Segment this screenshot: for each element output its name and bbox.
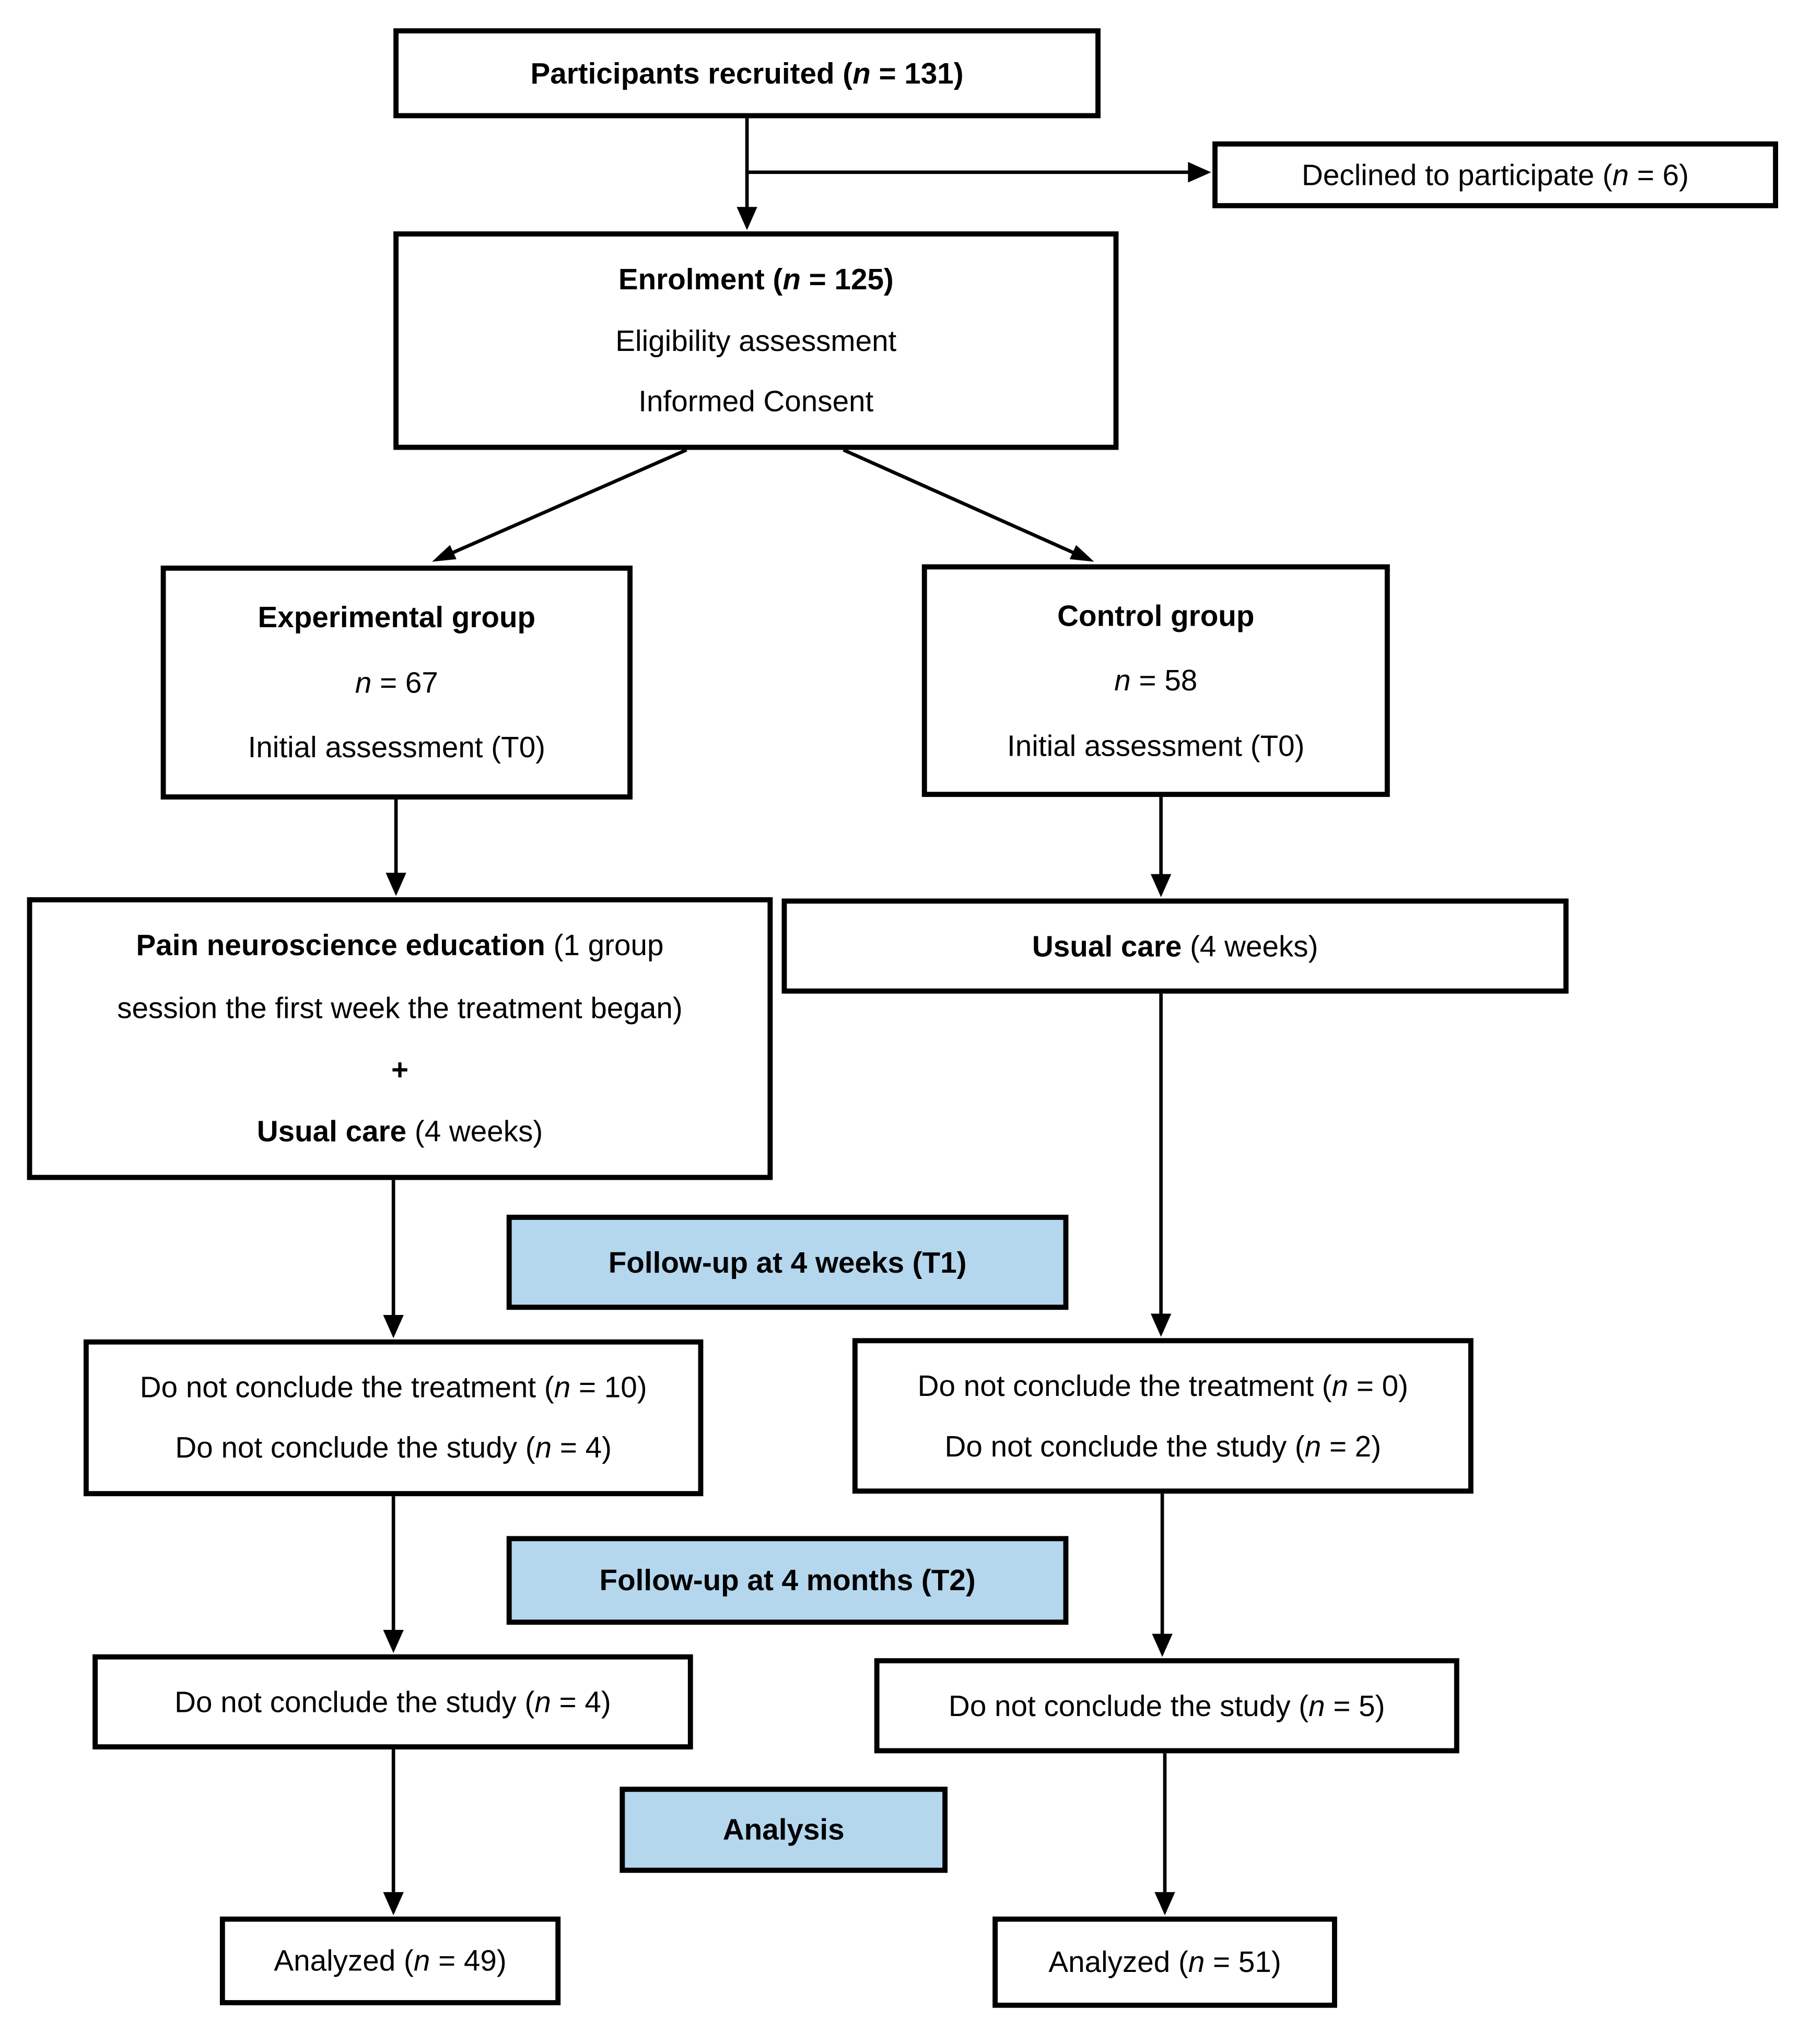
declined-box: Declined to participate (n = 6) bbox=[1212, 141, 1779, 208]
experimental-t1-dropout-box: Do not conclude the treatment (n = 10) D… bbox=[83, 1339, 704, 1497]
experimental-analyzed-box: Analyzed (n = 49) bbox=[219, 1916, 561, 2005]
text-segment: = 51) bbox=[1205, 1945, 1281, 1979]
box-line: Initial assessment (T0) bbox=[1007, 728, 1305, 762]
text-segment: = 2) bbox=[1321, 1429, 1382, 1463]
box-line: Do not conclude the study (n = 5) bbox=[949, 1687, 1385, 1724]
box-line: Do not conclude the study (n = 4) bbox=[175, 1430, 612, 1467]
box-line: Usual care (4 weeks) bbox=[257, 1113, 543, 1150]
box-line: Eligibility assessment bbox=[615, 323, 897, 357]
control-group-box: Control group n = 58 Initial assessment … bbox=[921, 564, 1390, 797]
box-line: Pain neuroscience education (1 group bbox=[136, 927, 663, 965]
followup-t2-banner: Follow-up at 4 months (T2) bbox=[506, 1536, 1069, 1625]
text-segment: n bbox=[1114, 663, 1131, 697]
arrow-usual-care-to-ctrl-t1-dropout bbox=[1150, 993, 1172, 1337]
text-segment: Usual care bbox=[256, 1114, 407, 1148]
arrow-exp-t1-to-exp-t2-dropout bbox=[383, 1496, 404, 1653]
text-segment: Do not conclude the study ( bbox=[944, 1429, 1305, 1463]
box-line: n = 67 bbox=[355, 664, 438, 701]
box-line: Participants recruited (n = 131) bbox=[531, 55, 964, 92]
box-line: Follow-up at 4 weeks (T1) bbox=[608, 1245, 967, 1279]
arrow-enrolment-to-control bbox=[843, 448, 1094, 562]
box-line: Do not conclude the treatment (n = 10) bbox=[140, 1369, 647, 1406]
text-segment: = 131) bbox=[870, 56, 964, 90]
box-line: Enrolment (n = 125) bbox=[618, 261, 894, 298]
text-segment: Do not conclude the study ( bbox=[948, 1688, 1309, 1722]
text-segment: (4 weeks) bbox=[1182, 929, 1318, 962]
text-segment: n bbox=[355, 665, 372, 699]
text-segment: = 49) bbox=[430, 1943, 507, 1977]
text-segment: n bbox=[1308, 1688, 1325, 1722]
text-segment: Analyzed ( bbox=[274, 1943, 414, 1977]
text-segment: n bbox=[782, 262, 801, 296]
arrow-recruited-to-declined bbox=[747, 162, 1211, 183]
arrow-recruited-to-enrolment bbox=[737, 118, 757, 230]
followup-t1-banner: Follow-up at 4 weeks (T1) bbox=[506, 1215, 1069, 1310]
box-line: Analysis bbox=[722, 1812, 845, 1846]
experimental-t2-dropout-box: Do not conclude the study (n = 4) bbox=[92, 1654, 693, 1749]
text-segment: n bbox=[1331, 1368, 1349, 1402]
text-segment: (4 weeks) bbox=[406, 1114, 543, 1148]
enrolment-box: Enrolment (n = 125) Eligibility assessme… bbox=[393, 231, 1119, 450]
analysis-banner: Analysis bbox=[620, 1787, 948, 1873]
text-segment: = 10) bbox=[570, 1370, 647, 1404]
arrow-ctrl-t1-to-ctrl-t2-dropout bbox=[1152, 1494, 1173, 1657]
text-segment: Enrolment ( bbox=[618, 262, 783, 296]
box-line: Usual care (4 weeks) bbox=[1032, 927, 1318, 965]
control-t2-dropout-box: Do not conclude the study (n = 5) bbox=[874, 1658, 1459, 1754]
box-line: Informed Consent bbox=[638, 384, 874, 418]
arrow-ctrl-t2-to-ctrl-analyzed bbox=[1154, 1753, 1175, 1916]
text-segment: n bbox=[413, 1943, 430, 1977]
text-segment: Do not conclude the treatment ( bbox=[917, 1368, 1332, 1402]
box-line: Do not conclude the study (n = 2) bbox=[945, 1428, 1382, 1465]
box-line: Do not conclude the treatment (n = 0) bbox=[918, 1367, 1408, 1404]
pne-intervention-box: Pain neuroscience education (1 group ses… bbox=[27, 897, 773, 1180]
text-segment: = 4) bbox=[552, 1431, 612, 1465]
text-segment: n bbox=[852, 56, 871, 90]
text-segment: Analyzed ( bbox=[1048, 1945, 1188, 1979]
control-t1-dropout-box: Do not conclude the treatment (n = 0) Do… bbox=[852, 1338, 1474, 1494]
box-line: Do not conclude the study (n = 4) bbox=[174, 1684, 611, 1721]
text-segment: n bbox=[1612, 157, 1629, 191]
box-line: n = 58 bbox=[1114, 662, 1197, 699]
experimental-group-box: Experimental group n = 67 Initial assess… bbox=[160, 566, 633, 800]
text-segment: Participants recruited ( bbox=[530, 56, 853, 90]
participants-recruited-box: Participants recruited (n = 131) bbox=[393, 28, 1101, 119]
text-segment: n bbox=[535, 1431, 552, 1465]
box-line: Experimental group bbox=[258, 600, 536, 634]
text-segment: (1 group bbox=[545, 929, 664, 962]
text-segment: = 4) bbox=[551, 1684, 611, 1718]
text-segment: n bbox=[1304, 1429, 1322, 1463]
box-line: Declined to participate (n = 6) bbox=[1302, 156, 1689, 193]
text-segment: Usual care bbox=[1032, 929, 1182, 962]
text-segment: = 67 bbox=[371, 665, 438, 699]
text-segment: n bbox=[534, 1684, 551, 1718]
box-line: session the first week the treatment beg… bbox=[117, 990, 683, 1024]
text-segment: Pain neuroscience education bbox=[136, 929, 545, 962]
text-segment: n bbox=[1188, 1945, 1205, 1979]
arrow-control-to-usual-care bbox=[1150, 797, 1172, 898]
box-line: Control group bbox=[1057, 598, 1255, 632]
text-segment: Do not conclude the treatment ( bbox=[139, 1370, 554, 1404]
text-segment: = 5) bbox=[1325, 1688, 1385, 1722]
text-segment: Do not conclude the study ( bbox=[174, 1684, 535, 1718]
control-analyzed-box: Analyzed (n = 51) bbox=[992, 1916, 1337, 2008]
box-line: + bbox=[391, 1052, 409, 1086]
text-segment: = 125) bbox=[800, 262, 894, 296]
box-line: Initial assessment (T0) bbox=[248, 730, 546, 764]
text-segment: n bbox=[554, 1370, 571, 1404]
text-segment: = 58 bbox=[1130, 663, 1198, 697]
box-line: Analyzed (n = 51) bbox=[1048, 1944, 1281, 1981]
text-segment: Declined to participate ( bbox=[1302, 157, 1612, 191]
arrow-pne-to-exp-t1-dropout bbox=[383, 1180, 404, 1338]
box-line: Follow-up at 4 months (T2) bbox=[599, 1563, 976, 1597]
arrow-experimental-to-pne bbox=[385, 799, 406, 896]
arrow-enrolment-to-experimental bbox=[432, 448, 687, 562]
text-segment: Do not conclude the study ( bbox=[175, 1431, 535, 1465]
usual-care-box: Usual care (4 weeks) bbox=[781, 898, 1569, 994]
box-line: Analyzed (n = 49) bbox=[274, 1942, 506, 1979]
text-segment: = 6) bbox=[1629, 157, 1689, 191]
text-segment: = 0) bbox=[1348, 1368, 1409, 1402]
arrow-exp-t2-to-exp-analyzed bbox=[383, 1749, 404, 1916]
